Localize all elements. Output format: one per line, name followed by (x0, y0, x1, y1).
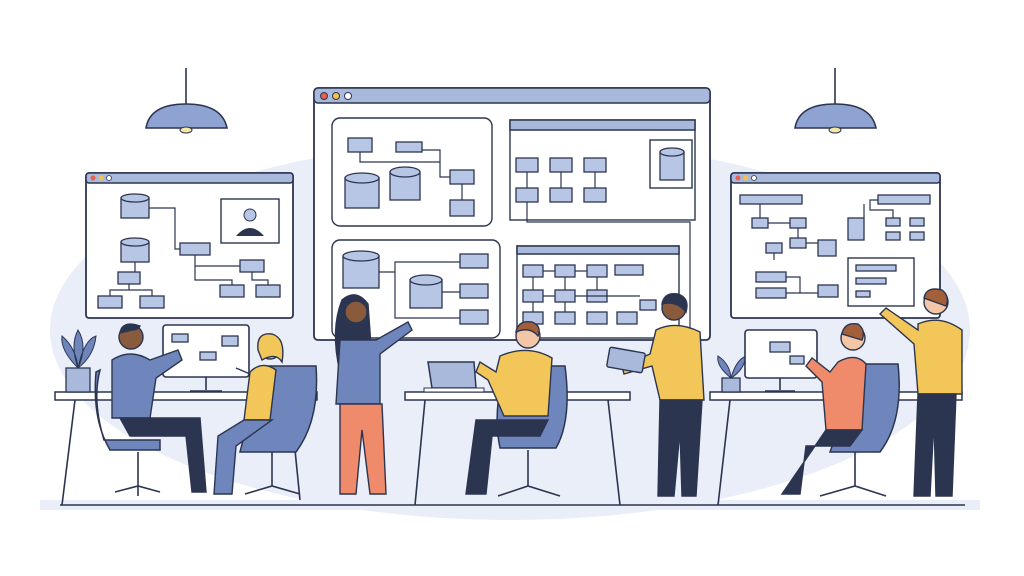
person-man-orange-shirt (780, 323, 867, 495)
left-diagram-window (85, 172, 294, 319)
person-woman-yellow-top (213, 333, 284, 495)
person-man-with-tablet (606, 293, 705, 497)
central-diagram-window (313, 87, 711, 341)
laptop-icon (423, 361, 485, 393)
user-avatar-icon (236, 208, 264, 236)
database-icon (344, 172, 380, 209)
person-man-sitting-center (465, 321, 553, 495)
right-diagram-window (730, 172, 941, 319)
person-man-pointing (878, 288, 963, 497)
monitor-left (162, 324, 250, 392)
pendant-lamp-icon (794, 68, 877, 134)
plant-icon (61, 329, 97, 393)
monitor-right (744, 329, 818, 392)
window-close-dot (320, 92, 328, 100)
person-man-blue-sweater (111, 323, 207, 493)
database-icon (659, 147, 685, 181)
window-min-dot (332, 92, 340, 100)
database-icon (389, 166, 421, 201)
database-icon (409, 274, 443, 309)
chair (94, 368, 161, 496)
pendant-lamp-icon (145, 68, 228, 134)
plant-icon (717, 355, 747, 393)
database-icon (120, 193, 150, 219)
window-max-dot (344, 92, 352, 100)
database-icon (342, 250, 380, 289)
person-woman-standing (334, 294, 413, 495)
tablet-icon (606, 346, 646, 374)
database-icon (120, 237, 150, 263)
